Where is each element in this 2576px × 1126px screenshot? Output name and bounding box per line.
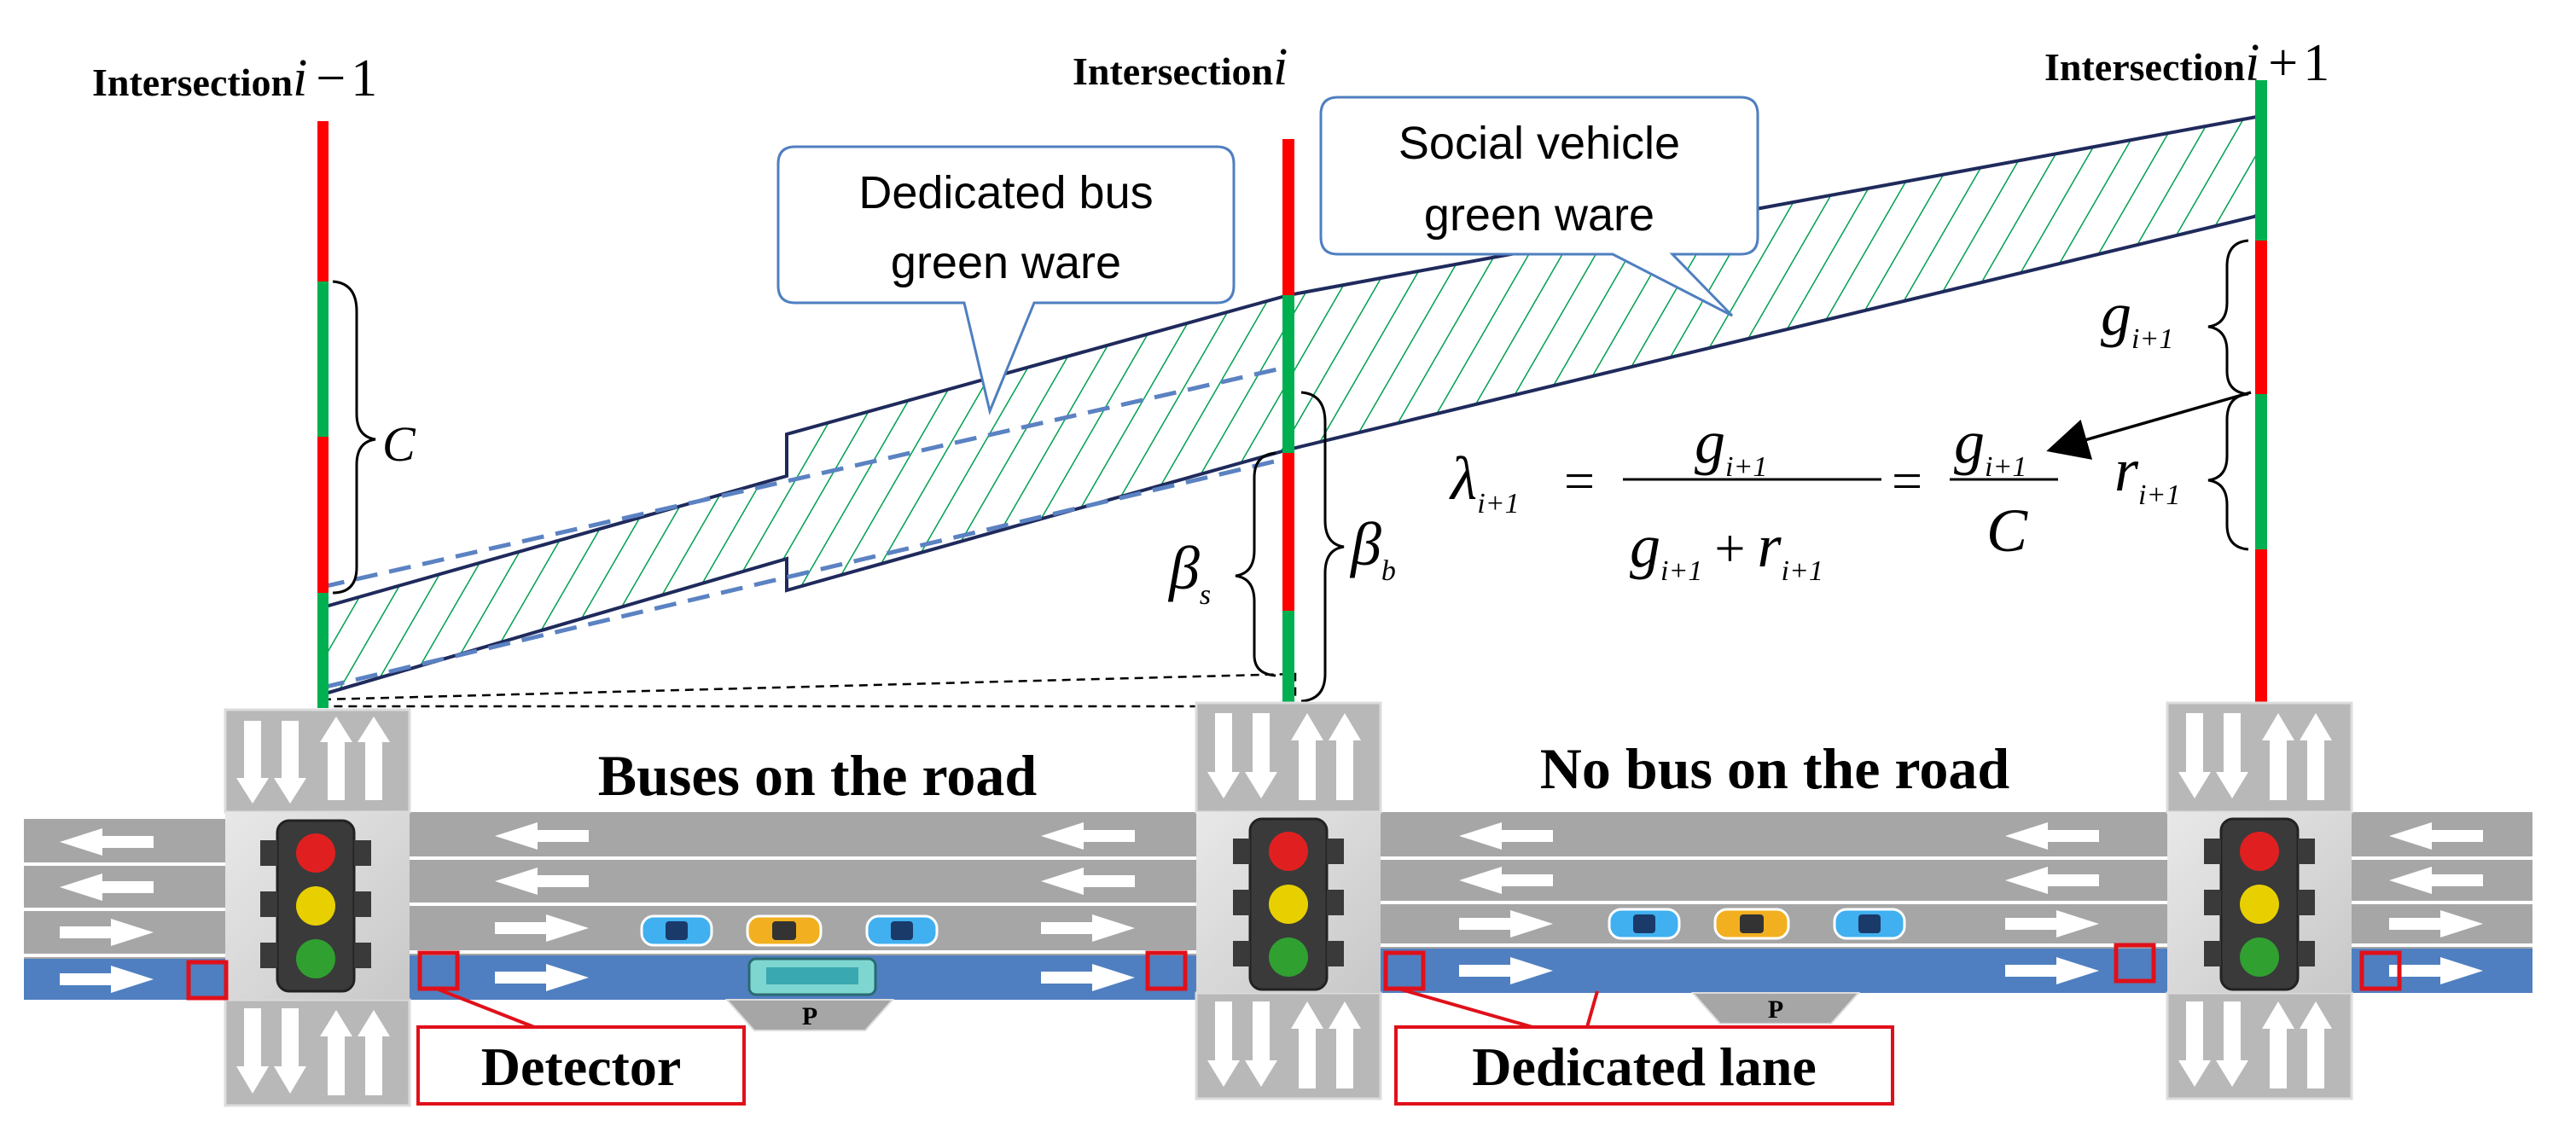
car-icon <box>1713 908 1790 940</box>
traffic-light-1 <box>225 812 410 1000</box>
symbol-beta-s: βs <box>1167 534 1211 611</box>
green-ratio-formula: λi+1 = gi+1 gi+1+ri+1 = gi+1 C <box>1449 408 2058 587</box>
car-icon <box>1833 908 1906 940</box>
symbol-r-i1: ri+1 <box>2114 436 2180 511</box>
bus-icon <box>747 957 877 996</box>
svg-text:=: = <box>1564 450 1595 511</box>
red-light-icon <box>1269 832 1308 871</box>
intersection-title-middle: Intersectioni <box>1073 38 1288 96</box>
red-light-icon <box>296 833 335 873</box>
car-icon <box>746 914 823 947</box>
svg-text:Dedicated lane: Dedicated lane <box>1472 1036 1817 1097</box>
legend-dedicated-lane: Dedicated lane <box>1394 988 1894 1106</box>
svg-text:gi+1: gi+1 <box>1954 408 2026 483</box>
car-icon <box>865 914 939 947</box>
red-light-icon <box>2240 832 2279 871</box>
traffic-light-2 <box>1196 812 1381 993</box>
road-left-stub <box>24 819 225 1000</box>
legend-detector: Detector <box>416 988 746 1106</box>
detectors <box>186 943 2402 1001</box>
callout-social-green-wave: Social vehicle green ware <box>1319 96 1759 317</box>
bus-stop-2: P <box>1690 992 1861 1024</box>
signal-bar-right <box>2255 80 2267 708</box>
svg-text:C: C <box>1986 496 2028 565</box>
svg-text:gi+1: gi+1 <box>1695 408 1767 483</box>
signal-bar-middle <box>1282 139 1294 706</box>
traffic-light-3 <box>2167 812 2352 993</box>
svg-text:Detector: Detector <box>481 1036 681 1097</box>
bus-band-dashed-lower <box>322 456 1289 690</box>
svg-text:green ware: green ware <box>1424 189 1654 241</box>
svg-text:Dedicated bus: Dedicated bus <box>858 167 1153 218</box>
bus-stop-1: P <box>724 999 895 1031</box>
projection-lines <box>322 672 1297 708</box>
cross-street-arrows <box>236 713 2332 1095</box>
svg-text:=: = <box>1892 450 1922 511</box>
green-light-icon <box>296 939 335 978</box>
intersection-title-left: Intersectioni−1 <box>92 49 377 107</box>
callout-bus-green-wave: Dedicated bus green ware <box>776 145 1236 415</box>
car-icon <box>1608 908 1681 940</box>
brace-beta-s <box>1235 451 1276 677</box>
symbol-C: C <box>382 416 416 472</box>
svg-text:λi+1: λi+1 <box>1449 444 1520 519</box>
intersection-title-right: Intersectioni+1 <box>2044 34 2329 92</box>
road-label-no-bus: No bus on the road <box>1540 736 2010 801</box>
social-green-band <box>1288 114 2262 451</box>
symbol-beta-b: βb <box>1349 510 1396 587</box>
svg-text:P: P <box>1768 995 1783 1024</box>
svg-text:gi+1+ri+1: gi+1+ri+1 <box>1630 512 1823 587</box>
lane-arrows <box>60 822 2483 993</box>
car-icon <box>640 914 713 947</box>
brace-C <box>332 280 376 595</box>
ratio-arrow <box>2046 391 2252 460</box>
brace-r <box>2207 392 2249 551</box>
yellow-light-icon <box>2240 885 2279 924</box>
road-label-buses: Buses on the road <box>598 743 1038 808</box>
symbol-g-i1: gi+1 <box>2101 280 2173 355</box>
brace-g <box>2207 239 2249 396</box>
bus-band-dashed-upper <box>322 364 1289 589</box>
green-light-icon <box>2240 937 2279 977</box>
svg-text:green ware: green ware <box>891 237 1121 288</box>
signal-bar-left <box>317 121 329 708</box>
green-light-icon <box>1269 937 1308 977</box>
yellow-light-icon <box>296 886 335 926</box>
yellow-light-icon <box>1269 885 1308 924</box>
svg-text:Social vehicle: Social vehicle <box>1398 118 1680 169</box>
brace-beta-b <box>1300 391 1345 703</box>
bus-green-band <box>322 293 1289 696</box>
svg-text:P: P <box>802 1002 817 1030</box>
